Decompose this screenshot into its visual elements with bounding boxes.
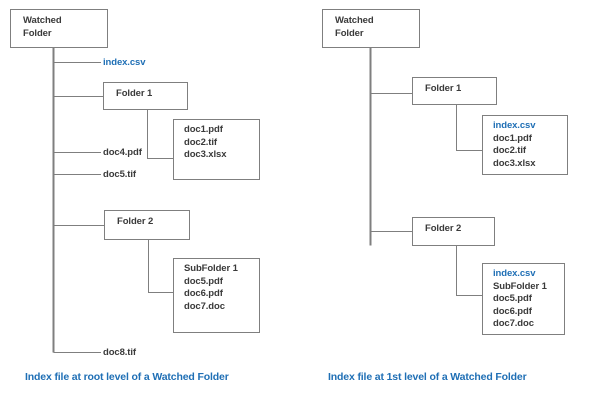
left-doc5-label: doc5.tif bbox=[103, 169, 136, 180]
right-watched-folder-box[interactable]: Watched Folder bbox=[322, 9, 420, 48]
right-diagram-caption: Index file at 1st level of a Watched Fol… bbox=[328, 371, 527, 383]
right-folder2-file-2: doc5.pdf bbox=[493, 293, 532, 304]
right-folder1-file-2: doc2.tif bbox=[493, 145, 526, 156]
left-folder-2-box[interactable]: Folder 2 bbox=[104, 210, 190, 240]
left-folder-2-label: Folder 2 bbox=[117, 216, 154, 227]
right-folder1-to-files bbox=[456, 105, 482, 151]
right-folder2-file-4: doc7.doc bbox=[493, 318, 534, 329]
left-watched-folder-box[interactable]: Watched Folder bbox=[10, 9, 108, 48]
left-doc4-label: doc4.pdf bbox=[103, 147, 142, 158]
right-folder1-file-1: doc1.pdf bbox=[493, 132, 532, 144]
left-folder1-file-2: doc3.xlsx bbox=[184, 149, 227, 160]
right-folder-1-label: Folder 1 bbox=[425, 83, 462, 94]
left-folder2-file-2: doc6.pdf bbox=[184, 288, 223, 299]
right-watched-folder-line1: Watched bbox=[335, 15, 374, 26]
left-folder2-file-3: doc7.doc bbox=[184, 300, 225, 312]
right-folder-2-contents-box[interactable]: index.csv SubFolder 1 doc5.pdf doc6.pdf … bbox=[482, 263, 565, 335]
right-folder2-to-files bbox=[456, 246, 482, 296]
left-diagram-caption: Index file at root level of a Watched Fo… bbox=[25, 371, 229, 383]
left-folder-1-label: Folder 1 bbox=[116, 88, 153, 99]
left-watched-folder-line2: Folder bbox=[23, 27, 52, 39]
left-folder2-file-0: SubFolder 1 bbox=[184, 263, 238, 274]
left-folder1-to-files bbox=[147, 110, 173, 159]
left-folder-2-contents-box[interactable]: SubFolder 1 doc5.pdf doc6.pdf doc7.doc bbox=[173, 258, 260, 333]
left-doc8-label: doc8.tif bbox=[103, 347, 136, 358]
left-folder1-file-1: doc2.tif bbox=[184, 136, 217, 148]
right-folder1-file-0: index.csv bbox=[493, 120, 536, 131]
left-index-csv-label: index.csv bbox=[103, 57, 146, 68]
left-watched-folder-line1: Watched bbox=[23, 15, 62, 26]
right-folder2-file-1: SubFolder 1 bbox=[493, 280, 547, 292]
right-folder2-file-0: index.csv bbox=[493, 268, 536, 279]
right-folder-2-box[interactable]: Folder 2 bbox=[412, 217, 495, 246]
left-folder-1-contents-box[interactable]: doc1.pdf doc2.tif doc3.xlsx bbox=[173, 119, 260, 180]
left-folder2-file-1: doc5.pdf bbox=[184, 275, 223, 287]
right-folder1-file-3: doc3.xlsx bbox=[493, 157, 536, 169]
right-folder2-file-3: doc6.pdf bbox=[493, 305, 532, 317]
left-folder2-to-files bbox=[148, 240, 173, 293]
left-folder1-file-0: doc1.pdf bbox=[184, 124, 223, 135]
right-folder-2-label: Folder 2 bbox=[425, 223, 462, 234]
right-folder-1-contents-box[interactable]: index.csv doc1.pdf doc2.tif doc3.xlsx bbox=[482, 115, 568, 175]
right-watched-folder-line2: Folder bbox=[335, 27, 364, 39]
left-folder-1-box[interactable]: Folder 1 bbox=[103, 82, 188, 110]
right-folder-1-box[interactable]: Folder 1 bbox=[412, 77, 497, 105]
